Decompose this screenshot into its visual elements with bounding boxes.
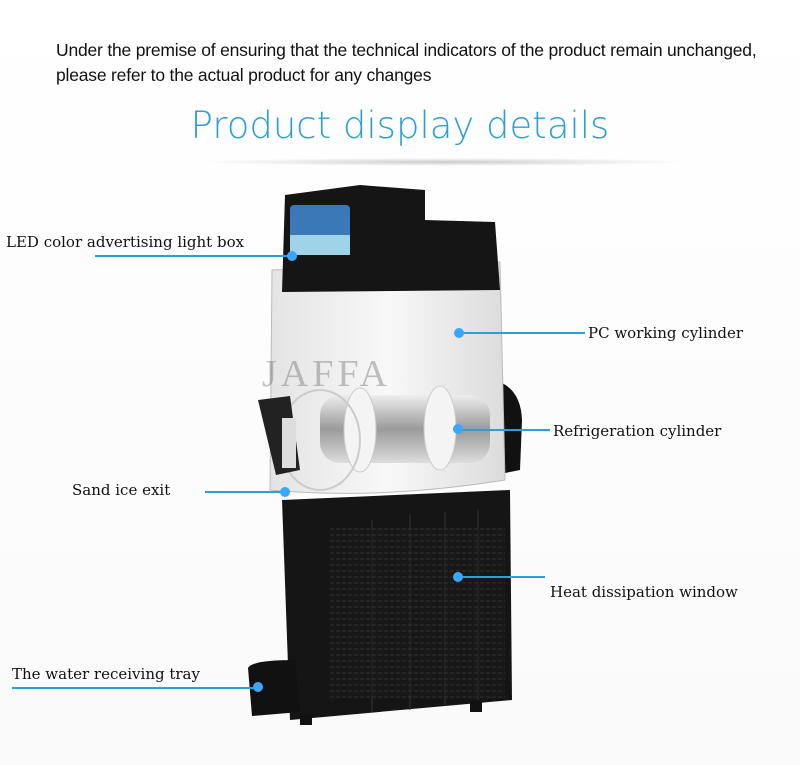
- label-pc-working-cylinder: PC working cylinder: [588, 324, 744, 342]
- label-refrigeration-cylinder: Refrigeration cylinder: [553, 422, 722, 440]
- page-title: Product display details: [190, 104, 610, 147]
- label-sand-ice-exit: Sand ice exit: [72, 481, 171, 499]
- title-shadow-divider: [200, 158, 690, 166]
- callout-lines: [12, 255, 585, 689]
- notice-text: Under the premise of ensuring that the t…: [56, 40, 757, 85]
- label-heat-dissipation-window: Heat dissipation window: [550, 583, 738, 601]
- watermark: JAFFA: [262, 353, 392, 395]
- label-led-light-box: LED color advertising light box: [6, 233, 245, 251]
- callout-dots: [253, 251, 464, 692]
- label-water-receiving-tray: The water receiving tray: [12, 665, 200, 683]
